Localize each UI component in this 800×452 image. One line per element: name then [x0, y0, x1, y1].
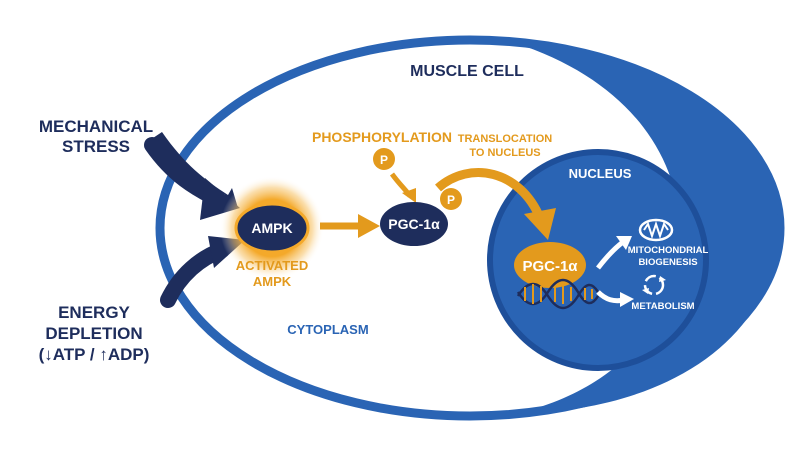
muscle-cell-label: MUSCLE CELL	[410, 63, 524, 80]
pgc1a-nucleus-node	[514, 242, 586, 288]
mitochondrial-biogenesis-label: MITOCHONDRIAL BIOGENESIS	[628, 245, 709, 268]
energy-depletion-label: ENERGY DEPLETION (↓ATP / ↑ADP)	[39, 303, 150, 364]
dna-helix-icon	[516, 278, 600, 310]
metabolism-arrow	[596, 290, 634, 307]
phosphate-badge-bound-label: P	[447, 193, 455, 207]
pgc1a-nucleus-label: PGC-1α	[522, 258, 578, 275]
phosphate-badge-bound	[440, 188, 462, 210]
mechanical-stress-line1: MECHANICAL	[39, 117, 153, 136]
mitochondrial-biogenesis-line2: BIOGENESIS	[638, 257, 697, 268]
energy-depletion-line2: DEPLETION	[45, 324, 142, 343]
phosphorylation-arrow	[389, 172, 416, 203]
cytoplasm-label: CYTOPLASM	[287, 322, 368, 337]
energy-depletion-line1: ENERGY	[58, 303, 130, 322]
metabolism-label: METABOLISM	[631, 301, 694, 312]
phosphate-badge-free	[373, 148, 395, 170]
translocation-label: TRANSLOCATION TO NUCLEUS	[458, 133, 553, 159]
translocation-line1: TRANSLOCATION	[458, 133, 553, 145]
mechanical-stress-label: MECHANICAL STRESS	[39, 117, 153, 156]
phosphate-badge-free-label: P	[380, 153, 388, 167]
translocation-arrow	[435, 168, 556, 240]
biogenesis-arrow	[596, 236, 632, 270]
activated-ampk-label: ACTIVATED AMPK	[236, 258, 308, 289]
activated-ampk-line1: ACTIVATED	[236, 258, 308, 273]
ampk-label: AMPK	[251, 220, 292, 236]
ampk-node	[220, 176, 324, 280]
activation-arrow	[320, 214, 380, 238]
pgc1a-cytoplasm-label: PGC-1α	[388, 216, 440, 232]
pgc1a-cytoplasm-node	[380, 202, 448, 246]
mechanical-stress-line2: STRESS	[62, 137, 130, 156]
nucleus	[487, 149, 709, 371]
cycle-arrows-icon	[642, 274, 666, 296]
mitochondrion-icon	[638, 218, 674, 242]
activated-ampk-line2: AMPK	[253, 274, 292, 289]
nucleus-label: NUCLEUS	[569, 166, 632, 181]
phosphorylation-label: PHOSPHORYLATION	[312, 129, 452, 145]
translocation-line2: TO NUCLEUS	[469, 147, 540, 159]
mitochondrial-biogenesis-line1: MITOCHONDRIAL	[628, 245, 709, 256]
energy-depletion-line3: (↓ATP / ↑ADP)	[39, 345, 150, 364]
